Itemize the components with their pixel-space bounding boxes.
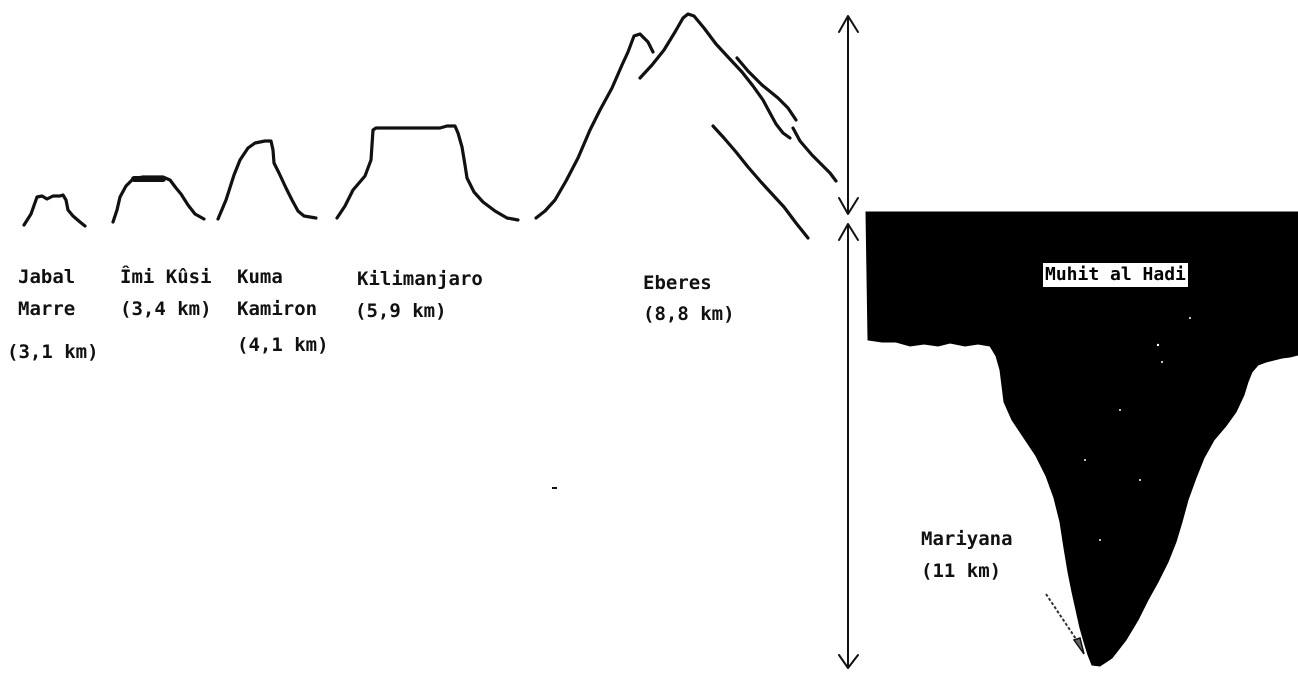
height-arrow-head-top xyxy=(838,15,859,33)
ocean-speckles xyxy=(1084,317,1191,541)
peak-height-eberes: (8,8 km) xyxy=(643,303,735,325)
peak-height-kilimanjaro: (5,9 km) xyxy=(355,300,447,322)
depth-arrow-head-bottom xyxy=(838,654,859,669)
peak-jabal-marre-outline xyxy=(22,193,87,228)
trench-pointer-head xyxy=(1072,637,1085,655)
trench-pointer-line xyxy=(1045,593,1079,643)
depth-arrow-head-top xyxy=(838,223,859,241)
peak-label-kilimanjaro: Kilimanjaro xyxy=(357,268,483,290)
peak-label-jabal-marre-line1: Jabal xyxy=(18,266,76,288)
peak-eberes-summit-ridge xyxy=(638,12,792,140)
peak-eberes-left-ridge xyxy=(534,32,655,220)
stray-mark xyxy=(552,487,557,489)
peak-height-imi-kusi: (3,4 km) xyxy=(120,298,212,320)
peak-eberes-far-ridge xyxy=(791,126,838,183)
peak-eberes-right-ridge xyxy=(735,56,798,122)
trench-depth: (11 km) xyxy=(921,560,1002,582)
peak-label-jabal-marre-line2: Marre xyxy=(18,298,76,320)
height-arrow-head-bottom xyxy=(838,197,859,215)
peak-eberes-lower-ridge xyxy=(711,124,810,240)
peak-kuma-kamiron-outline xyxy=(216,139,318,221)
peak-label-kuma-kamiron-line2: Kamiron xyxy=(237,298,318,320)
peak-label-imi-kusi: Îmi Kûsi xyxy=(120,266,212,288)
trench-label: Mariyana xyxy=(921,528,1013,550)
ocean-trench-shape xyxy=(865,211,1298,667)
peak-kilimanjaro-outline xyxy=(335,124,520,222)
peak-label-kuma-kamiron-line1: Kuma xyxy=(237,266,283,288)
peak-label-eberes: Eberes xyxy=(643,272,712,294)
peak-height-kuma-kamiron: (4,1 km) xyxy=(237,334,329,356)
ocean-label: Muhit al Hadi xyxy=(1043,263,1188,287)
peak-imi-kusi-outline xyxy=(111,175,206,224)
peak-height-jabal-marre: (3,1 km) xyxy=(7,341,99,363)
